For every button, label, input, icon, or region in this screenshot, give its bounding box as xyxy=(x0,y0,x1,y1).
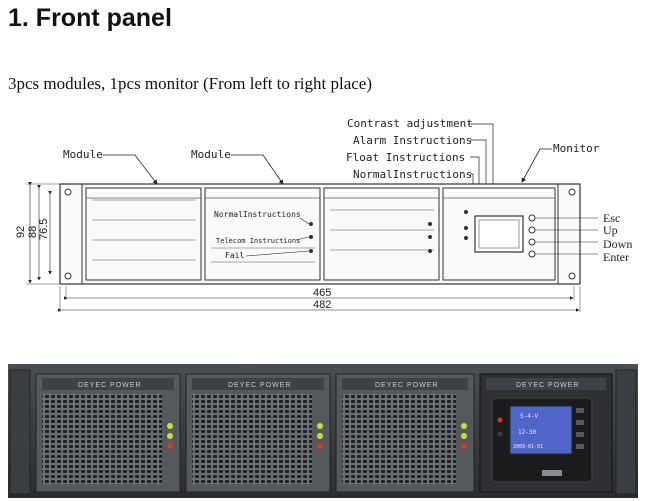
subtitle: 3pcs modules, 1pcs monitor (From left to… xyxy=(8,74,373,93)
button-label-down: Down xyxy=(603,237,632,251)
photo-module-3: DEYEC POWER xyxy=(335,373,475,493)
photo-monitor: DEYEC POWER 5-4-V 12-30 2009-01-01 xyxy=(479,373,613,493)
module-bay-3 xyxy=(323,187,440,281)
photo-module-2: DEYEC POWER xyxy=(185,373,331,493)
callout-contrast-adjustment: Contrast adjustment xyxy=(347,117,473,130)
module-1-arrow xyxy=(103,154,158,185)
monitor-bay xyxy=(442,187,556,281)
module-callout-normal: NormalInstructions xyxy=(214,210,301,219)
callout-normal-instructions: NormalInstructions xyxy=(353,168,472,181)
page-title: 1. Front panel xyxy=(8,4,172,32)
module-callout-fail: Fail xyxy=(225,251,244,260)
dim-88: 88 xyxy=(27,226,39,238)
lcd-line-3: 2009-01-01 xyxy=(513,444,543,450)
dim-76-5: 76.5 xyxy=(38,219,50,240)
vertical-dimensions: 92 88 76.5 xyxy=(15,182,60,285)
module-2-arrow xyxy=(231,154,284,185)
button-label-up: Up xyxy=(603,223,618,237)
photo-brand-text-4: DEYEC POWER xyxy=(516,382,580,389)
callout-alarm-instructions: Alarm Instructions xyxy=(353,134,472,147)
callout-float-instructions: Float Instructions xyxy=(346,151,465,164)
module-label-2: Module xyxy=(191,148,231,161)
photo-brand-text-1: DEYEC POWER xyxy=(78,382,142,389)
photo-brand-text-3: DEYEC POWER xyxy=(375,382,439,389)
dim-92: 92 xyxy=(15,226,27,238)
monitor-label: Monitor xyxy=(553,142,600,155)
button-label-enter: Enter xyxy=(603,250,629,264)
module-callout-telecom: Telecom Instructions xyxy=(216,237,300,245)
module-bay-1 xyxy=(85,187,202,281)
lcd-line-1: 5-4-V xyxy=(520,413,538,420)
front-panel-diagram: Contrast adjustment Alarm Instructions F… xyxy=(15,117,632,312)
horizontal-dimensions: 465 482 xyxy=(58,286,581,312)
left-rack-ear xyxy=(59,183,83,285)
lcd-line-2: 12-30 xyxy=(518,429,536,436)
photo-module-1: DEYEC POWER xyxy=(35,373,181,493)
monitor-lcd-outline xyxy=(474,215,524,253)
monitor-arrow xyxy=(521,148,552,183)
photo-brand-text-2: DEYEC POWER xyxy=(228,382,292,389)
button-label-esc: Esc xyxy=(603,211,620,225)
dim-465: 465 xyxy=(313,287,331,299)
right-rack-ear xyxy=(557,183,581,285)
photo-lcd-screen xyxy=(509,405,573,455)
front-panel-photo: DEYEC POWER DEYEC POWER DEYEC POWER DEYE… xyxy=(8,364,638,498)
module-label-1: Module xyxy=(63,148,103,161)
dim-482: 482 xyxy=(313,299,331,311)
module-bay-2 xyxy=(204,187,321,281)
